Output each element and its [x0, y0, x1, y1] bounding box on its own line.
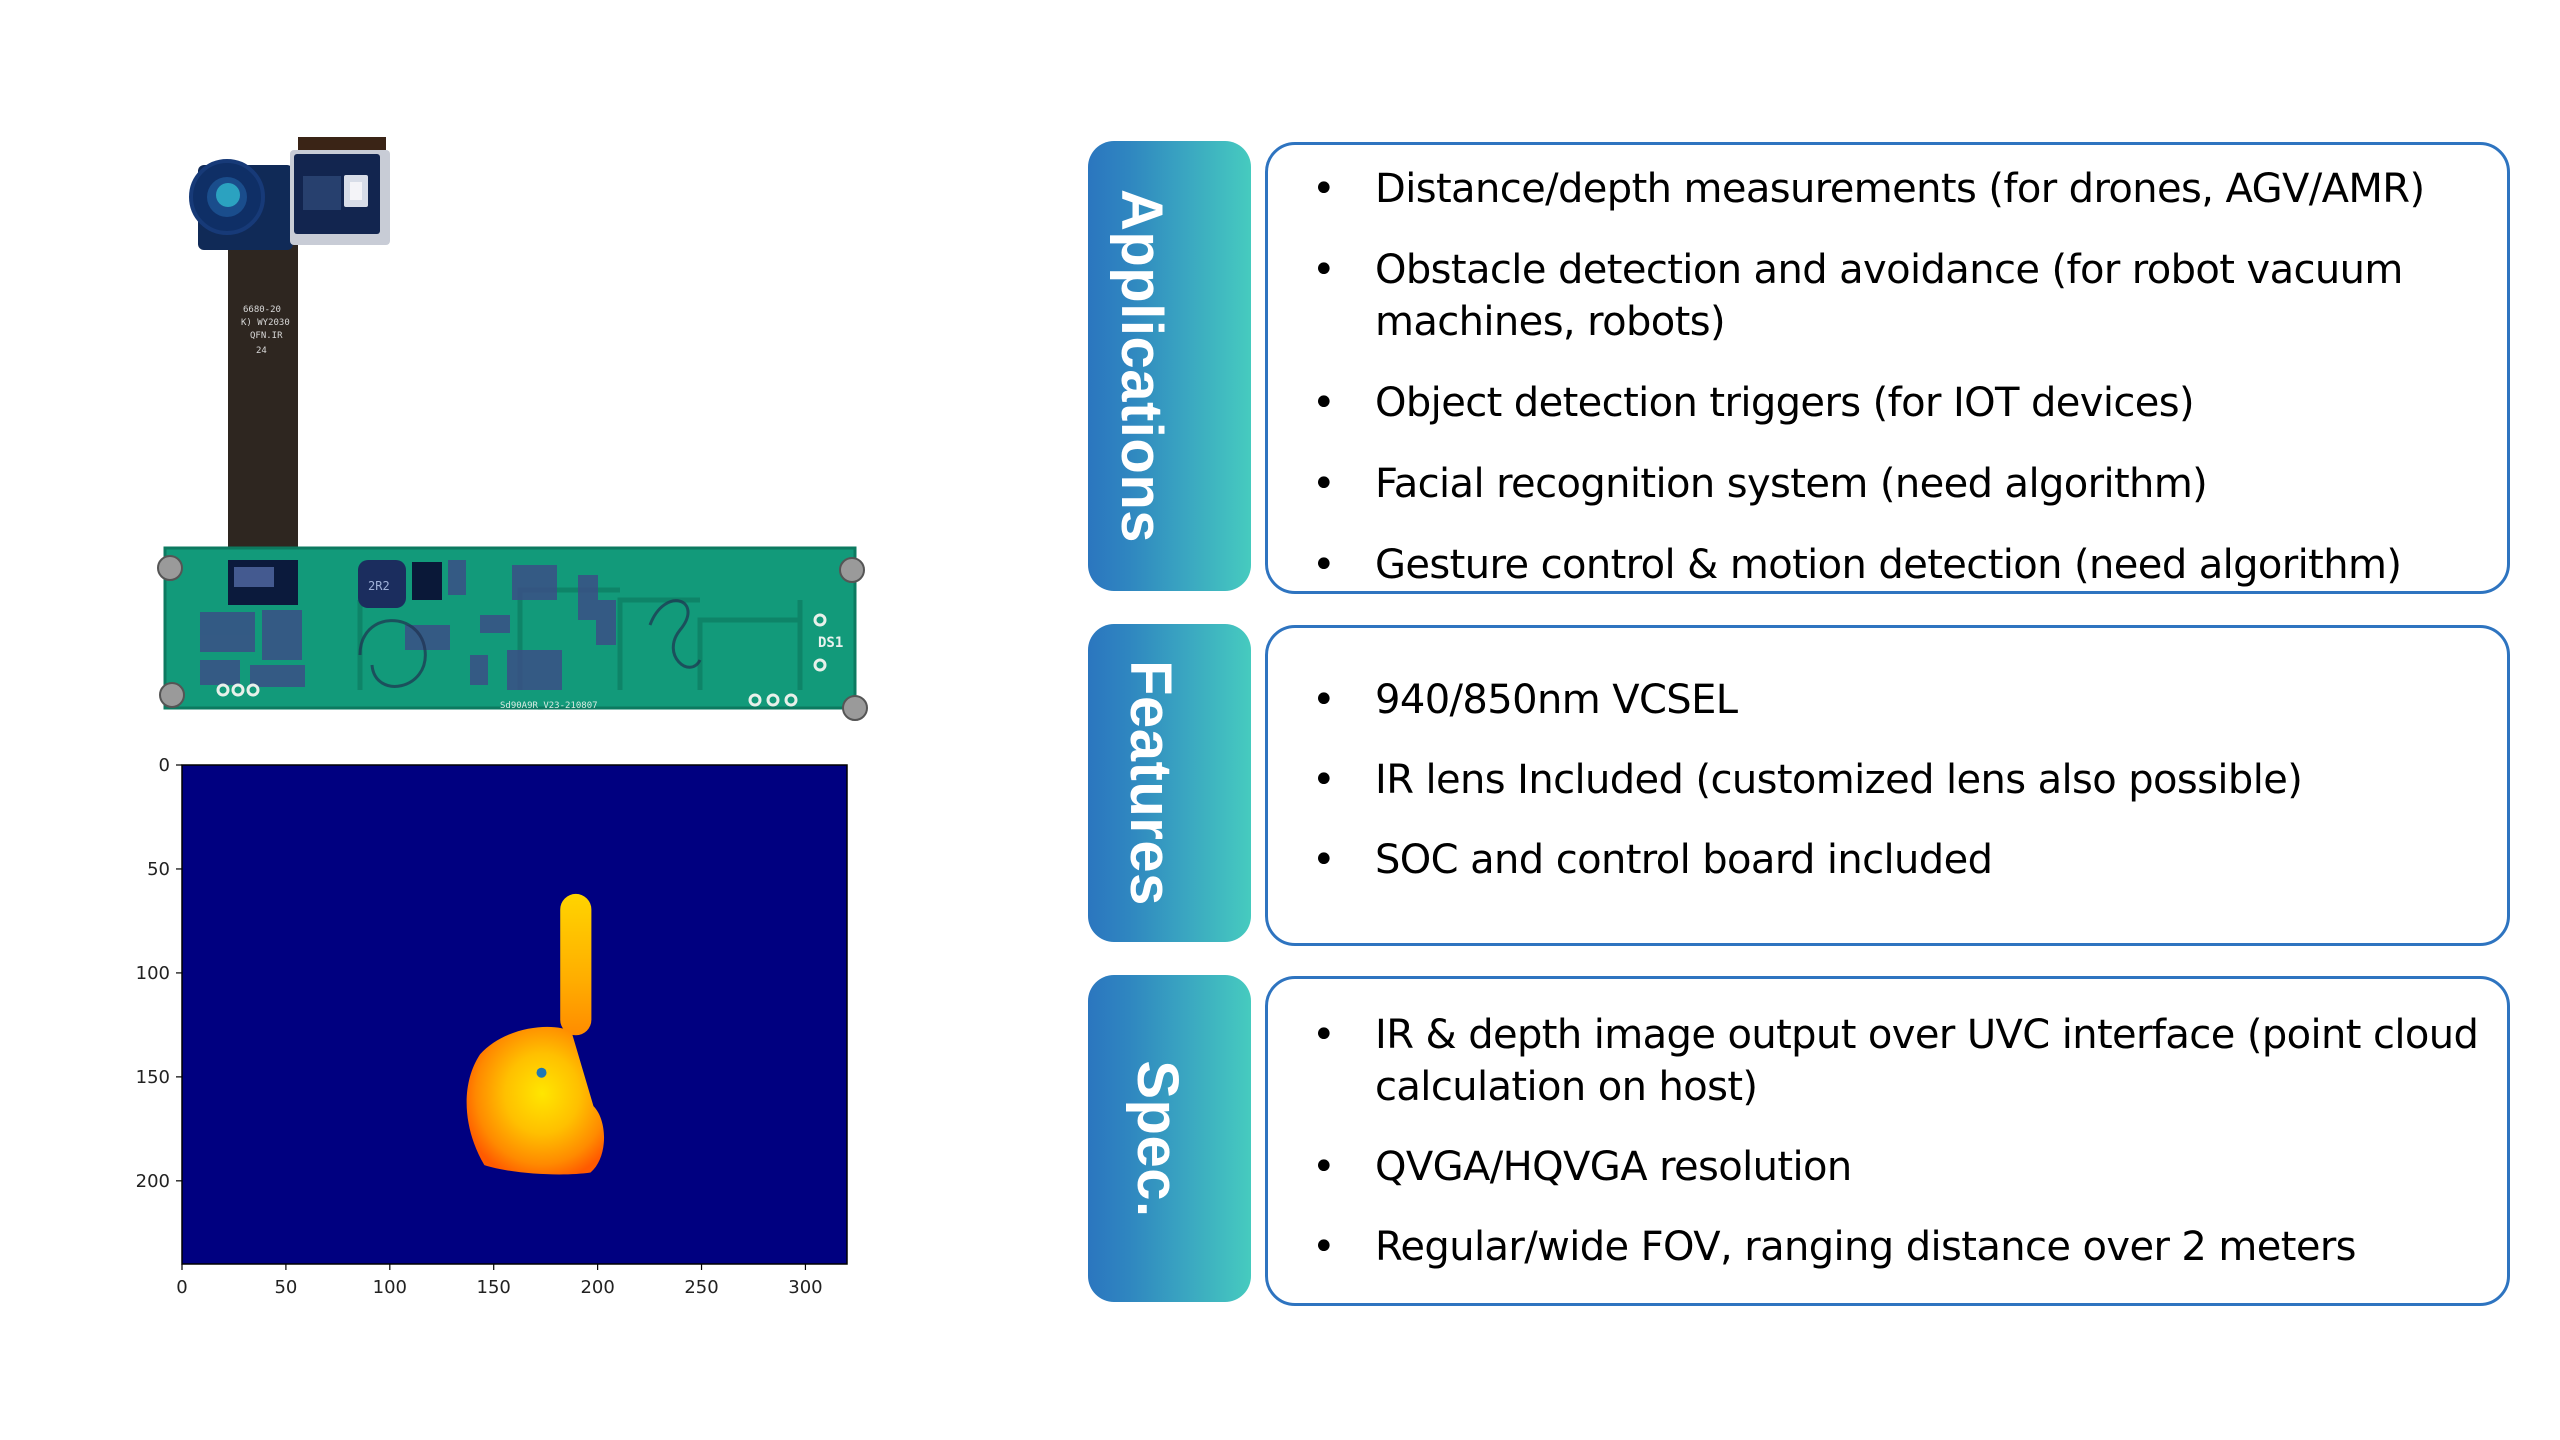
section-label-applications: Applications [1088, 141, 1251, 591]
hand-palm [466, 1026, 605, 1175]
list-item-text: Obstacle detection and avoidance (for ro… [1375, 247, 2403, 345]
bullet-icon: • [1312, 542, 1336, 588]
hand-finger [560, 893, 592, 1036]
marker-point [536, 1067, 547, 1078]
plot-background [182, 765, 847, 1264]
inductor [358, 560, 406, 608]
list-item-text: QVGA/HQVGA resolution [1375, 1144, 1852, 1190]
x-tick-label: 250 [684, 1277, 718, 1298]
list-item: • SOC and control board included [1268, 834, 2507, 886]
y-tick-label: 50 [147, 859, 170, 880]
board-serial: Sd90A9R_V23-210807 [500, 701, 598, 711]
bullet-icon: • [1312, 166, 1336, 212]
section-label-features: Features [1088, 624, 1251, 942]
list-item-text: Object detection triggers (for IOT devic… [1375, 380, 2195, 426]
inductor-marking: 2R2 [368, 579, 390, 593]
y-tick-label: 100 [136, 963, 170, 984]
list-item: • IR lens Included (customized lens also … [1268, 754, 2507, 806]
y-tick-label: 200 [136, 1171, 170, 1192]
bullet-icon: • [1312, 677, 1336, 723]
x-tick-label: 0 [176, 1277, 187, 1298]
list-item: • Object detection triggers (for IOT devi… [1268, 377, 2507, 429]
spec-box: • IR & depth image output over UVC interf… [1265, 976, 2510, 1306]
x-tick-label: 50 [274, 1277, 297, 1298]
features-list: • 940/850nm VCSEL • IR lens Included (custo… [1268, 674, 2507, 914]
x-tick-label: 300 [788, 1277, 822, 1298]
list-item: • Gesture control & motion detection (nee… [1268, 539, 2507, 591]
board-marking: DS1 [818, 635, 843, 651]
section-label-spec: Spec. [1088, 975, 1251, 1302]
list-item: • 940/850nm VCSEL [1268, 674, 2507, 726]
list-item: • Regular/wide FOV, ranging distance over… [1268, 1221, 2507, 1273]
list-item-text: Distance/depth measurements (for drones,… [1375, 166, 2425, 212]
lens-module [189, 159, 293, 250]
x-tick-label: 150 [477, 1277, 511, 1298]
x-tick-label: 100 [373, 1277, 407, 1298]
spec-list: • IR & depth image output over UVC interf… [1268, 1009, 2507, 1301]
applications-list: • Distance/depth measurements (for drones… [1268, 163, 2507, 620]
flex-print-line: 6680-20 [243, 305, 281, 315]
bullet-icon: • [1312, 837, 1336, 883]
x-tick-label: 200 [580, 1277, 614, 1298]
hand-depth-region [466, 893, 605, 1175]
list-item-text: SOC and control board included [1375, 837, 1993, 883]
bullet-icon: • [1312, 1012, 1336, 1058]
depth-chart: 0 50 100 150 200 250 300 0 50 100 150 200 [136, 755, 848, 1298]
features-box: • 940/850nm VCSEL • IR lens Included (custo… [1265, 625, 2510, 946]
y-tick-label: 0 [159, 755, 170, 776]
list-item-text: Facial recognition system (need algorith… [1375, 461, 2208, 507]
flex-cable [228, 230, 298, 595]
applications-box: • Distance/depth measurements (for drones… [1265, 142, 2510, 594]
section-title: Applications [1108, 188, 1174, 544]
y-axis: 0 50 100 150 200 [136, 755, 182, 1192]
section-title: Features [1117, 660, 1183, 906]
product-photo: 6680-20 K) WY2030 QFN.IR 24 2R2 [157, 137, 868, 721]
list-item-text: Gesture control & motion detection (need… [1375, 542, 2402, 588]
bullet-icon: • [1312, 247, 1336, 293]
list-item: • Distance/depth measurements (for drones… [1268, 163, 2507, 215]
list-item: • Facial recognition system (need algorit… [1268, 458, 2507, 510]
bullet-icon: • [1312, 380, 1336, 426]
soc-chip [412, 562, 442, 600]
flex-print-line: K) WY2030 [241, 318, 290, 328]
y-tick-label: 150 [136, 1067, 170, 1088]
bullet-icon: • [1312, 1224, 1336, 1270]
standoff-screws [157, 555, 868, 721]
list-item: • IR & depth image output over UVC interf… [1268, 1009, 2507, 1113]
plot-frame [181, 764, 848, 1265]
section-title: Spec. [1124, 1059, 1190, 1218]
flex-print-line: 24 [256, 346, 267, 356]
bullet-icon: • [1312, 1144, 1336, 1190]
control-board: 2R2 DS1 Sd90A9R_V23-210807 [157, 546, 868, 721]
list-item-text: IR lens Included (customized lens also p… [1375, 757, 2303, 803]
list-item-text: IR & depth image output over UVC interfa… [1375, 1012, 2479, 1110]
list-item-text: 940/850nm VCSEL [1375, 677, 1738, 723]
list-item: • Obstacle detection and avoidance (for r… [1268, 244, 2507, 348]
bullet-icon: • [1312, 757, 1336, 803]
flex-print-line: QFN.IR [250, 331, 283, 341]
list-item: • QVGA/HQVGA resolution [1268, 1141, 2507, 1193]
bullet-icon: • [1312, 461, 1336, 507]
x-axis: 0 50 100 150 200 250 300 [176, 1264, 823, 1298]
list-item-text: Regular/wide FOV, ranging distance over … [1375, 1224, 2357, 1270]
flex-cable-print: 6680-20 K) WY2030 QFN.IR 24 [241, 305, 290, 356]
vcsel-module [290, 137, 390, 245]
